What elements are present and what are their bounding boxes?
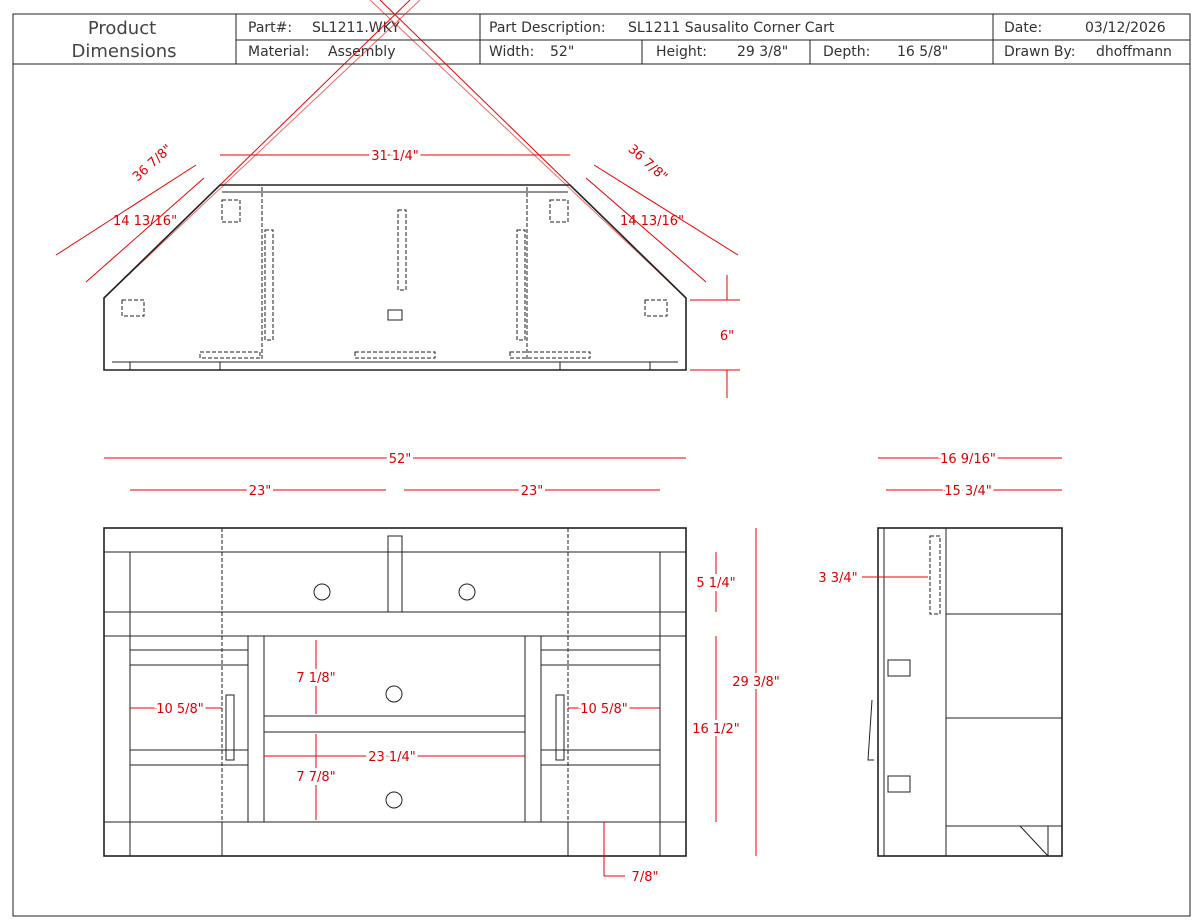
- material-value: Assembly: [328, 44, 395, 60]
- diag-inner-right-dim: 14 13/16": [620, 214, 684, 229]
- side-depth-dim: 6": [720, 329, 734, 344]
- lower-opening-dim: 7 7/8": [296, 770, 335, 785]
- center-width-dim: 23 1/4": [368, 750, 416, 765]
- height-value: 29 3/8": [737, 44, 788, 60]
- right-door-dim: 10 5/8": [580, 702, 628, 717]
- depth-value: 16 5/8": [897, 44, 948, 60]
- right-half-dim: 23": [521, 484, 544, 499]
- diag-outer-left-dim: 36 7/8": [130, 142, 175, 185]
- center-height-dim: 16 1/2": [692, 722, 740, 737]
- overall-width-dim: 52": [389, 452, 412, 467]
- toe-kick-dim: 7/8": [632, 870, 659, 885]
- inner-depth-dim: 15 3/4": [944, 484, 992, 499]
- title-line1: Product: [88, 18, 156, 39]
- drawn-by-label: Drawn By:: [1004, 44, 1075, 60]
- part-value: SL1211.WKY: [312, 20, 400, 36]
- description-value: SL1211 Sausalito Corner Cart: [628, 20, 835, 36]
- diag-outer-right-dim: 36 7/8": [625, 142, 670, 185]
- part-label: Part#:: [248, 20, 292, 36]
- drawn-by-value: dhoffmann: [1096, 44, 1172, 60]
- depth-label: Depth:: [823, 44, 870, 60]
- title-block: Product Dimensions Part#: SL1211.WKY Mat…: [12, 13, 1191, 917]
- offset-dim: 3 3/4": [818, 571, 857, 586]
- front-view: 52" 23" 23" 5 1/4" 29 3/8" 16 1/2" 7 1/8…: [103, 449, 783, 885]
- side-view: 16 9/16" 15 3/4" 3 3/4": [815, 449, 1063, 857]
- date-value: 03/12/2026: [1085, 20, 1166, 36]
- top-width-dim: 31 1/4": [371, 149, 419, 164]
- diag-inner-left-dim: 14 13/16": [113, 214, 177, 229]
- left-door-dim: 10 5/8": [156, 702, 204, 717]
- width-label: Width:: [489, 44, 534, 60]
- top-shelf-height-dim: 5 1/4": [696, 576, 735, 591]
- date-label: Date:: [1004, 20, 1042, 36]
- overall-height-dim: 29 3/8": [732, 675, 780, 690]
- left-half-dim: 23": [249, 484, 272, 499]
- material-label: Material:: [248, 44, 310, 60]
- width-value: 52": [550, 44, 574, 60]
- upper-opening-dim: 7 1/8": [296, 671, 335, 686]
- height-label: Height:: [656, 44, 707, 60]
- title-line2: Dimensions: [71, 41, 176, 62]
- overall-depth-dim: 16 9/16": [940, 452, 996, 467]
- description-label: Part Description:: [489, 20, 606, 36]
